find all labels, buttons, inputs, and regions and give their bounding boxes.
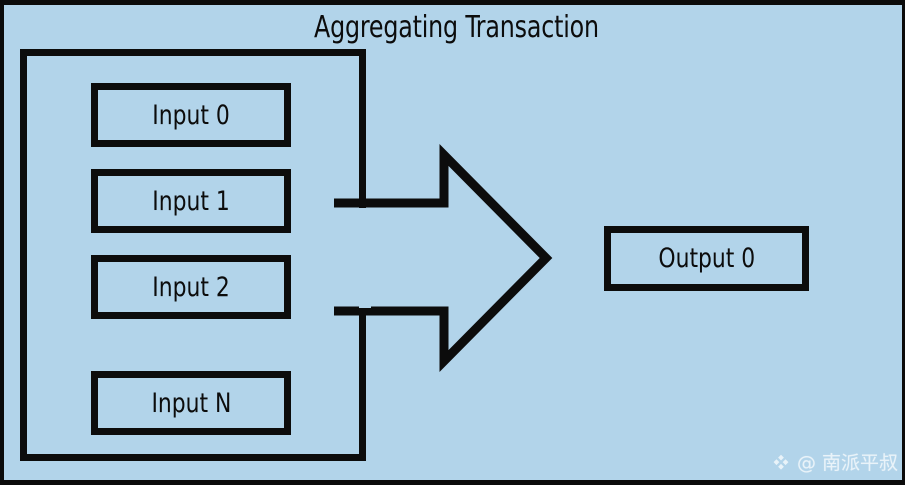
- input-label-0: Input 0: [152, 99, 230, 131]
- output-label-0: Output 0: [658, 243, 755, 274]
- output-box-0[interactable]: Output 0: [604, 226, 809, 291]
- aggregation-arrow: [334, 144, 553, 372]
- arrow-outline-path: [334, 144, 553, 372]
- input-box-2[interactable]: Input 2: [91, 255, 291, 319]
- input-box-1[interactable]: Input 1: [91, 169, 291, 233]
- input-label-1: Input 1: [152, 185, 230, 217]
- watermark-text: @ 南派平叔: [796, 452, 898, 474]
- container-arrow-junction-gap: [359, 208, 371, 308]
- diagram-title: Aggregating Transaction: [314, 10, 599, 45]
- binance-diamond-icon: [773, 454, 789, 470]
- input-label-n: Input N: [151, 387, 231, 419]
- input-label-2: Input 2: [152, 271, 230, 303]
- input-box-n[interactable]: Input N: [91, 371, 291, 435]
- input-box-0[interactable]: Input 0: [91, 83, 291, 147]
- watermark: @ 南派平叔: [770, 452, 898, 474]
